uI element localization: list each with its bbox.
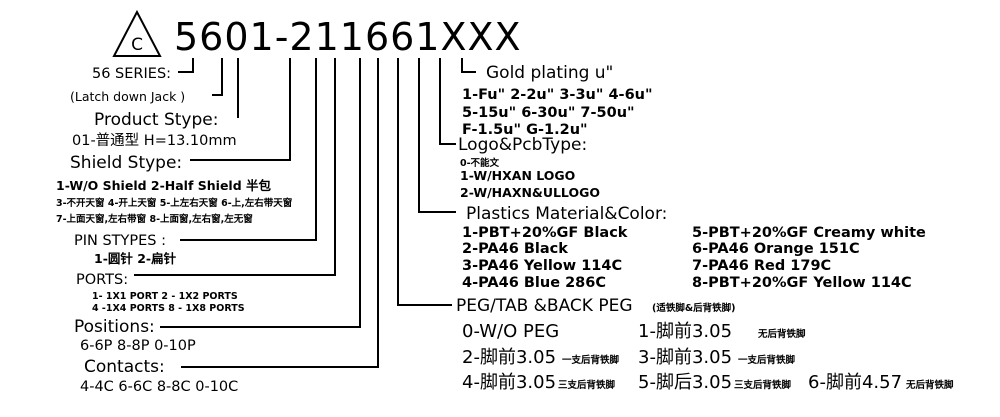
peg-item-2-code: 2-脚前3.05 bbox=[462, 347, 556, 368]
triangle-logo-icon: C bbox=[112, 9, 162, 57]
peg-title-note: (适铁脚&后背铁脚) bbox=[652, 302, 735, 314]
plastics-right-4: 8-PBT+20%GF Yellow 114C bbox=[692, 275, 912, 291]
plastics-left-3: 3-PA46 Yellow 114C bbox=[462, 258, 622, 274]
peg-item-1-code: 1-脚前3.05 bbox=[638, 321, 732, 342]
shield-type-line-1: 1-W/O Shield 2-Half Shield 半包 bbox=[56, 178, 272, 193]
pin-types-values: 1-圆针 2-扁针 bbox=[94, 251, 177, 266]
shield-leader-line bbox=[190, 58, 291, 161]
logo-pcb-line-1: 0-不能文 bbox=[460, 157, 500, 169]
shield-type-title: Shield Stype: bbox=[70, 153, 182, 173]
series-bracket-line bbox=[212, 58, 223, 96]
shield-type-line-2: 3-不开天窗 4-开上天窗 5-上左右天窗 6-上,左右带天窗 bbox=[56, 197, 293, 209]
product-type-value: 01-普通型 H=13.10mm bbox=[72, 132, 237, 149]
plastics-title: Plastics Material&Color: bbox=[466, 204, 667, 224]
logo-pcb-line-2: 1-W/HXAN LOGO bbox=[460, 168, 575, 183]
series-leader-line bbox=[178, 58, 194, 73]
peg-item-4-code: 4-脚前3.05 bbox=[462, 372, 556, 393]
shield-type-line-3: 7-上面天窗,左右带窗 8-上面窗,左右窗,左无窗 bbox=[56, 213, 253, 225]
contacts-title: Contacts: bbox=[84, 357, 165, 377]
peg-item-5-note: 三支后背铁脚 bbox=[734, 379, 792, 391]
peg-item-3-code: 3-脚前3.05 bbox=[638, 347, 732, 368]
ports-line-1: 1- 1X1 PORT 2 - 1X2 PORTS bbox=[92, 291, 238, 302]
gold-plating-title: Gold plating u" bbox=[486, 63, 613, 83]
ports-leader-line bbox=[134, 58, 336, 276]
gold-leader-line bbox=[461, 58, 476, 73]
pin-leader-line bbox=[180, 58, 317, 241]
logo-letter: C bbox=[131, 35, 143, 55]
contacts-values: 4-4C 6-6C 8-8C 0-10C bbox=[80, 379, 238, 395]
positions-values: 6-6P 8-8P 0-10P bbox=[80, 338, 196, 354]
logo-leader-line bbox=[439, 58, 456, 145]
ports-line-2: 4 -1X4 PORTS 8 - 1X8 PORTS bbox=[92, 303, 245, 314]
series-subtitle: (Latch down Jack ) bbox=[70, 89, 185, 104]
logo-pcb-title: Logo&PcbType: bbox=[458, 135, 587, 155]
ports-title: PORTS: bbox=[76, 272, 128, 288]
peg-item-4-note: 三支后背铁脚 bbox=[558, 379, 616, 391]
gold-plating-line-1: 1-Fu" 2-2u" 3-3u" 4-6u" bbox=[462, 87, 653, 103]
plastics-left-1: 1-PBT+20%GF Black bbox=[462, 225, 628, 241]
positions-leader-line bbox=[160, 58, 361, 328]
peg-item-2-note: 一支后背铁脚 bbox=[562, 354, 620, 366]
peg-item-6-note: 无后背铁脚 bbox=[905, 379, 954, 391]
plastics-left-4: 4-PA46 Blue 286C bbox=[462, 275, 606, 291]
peg-item-1-note: 无后背铁脚 bbox=[757, 328, 806, 340]
plastics-right-2: 6-PA46 Orange 151C bbox=[692, 241, 860, 257]
plastics-right-3: 7-PA46 Red 179C bbox=[692, 258, 831, 274]
product-type-title: Product Stype: bbox=[94, 110, 218, 130]
connector-lines bbox=[134, 58, 476, 368]
plastics-leader-line bbox=[418, 58, 456, 213]
positions-title: Positions: bbox=[74, 317, 155, 337]
peg-leader-line bbox=[397, 58, 452, 306]
pin-types-title: PIN STYPES : bbox=[74, 233, 166, 249]
peg-title: PEG/TAB &BACK PEG bbox=[456, 296, 633, 316]
gold-plating-line-3: F-1.5u" G-1.2u" bbox=[462, 122, 588, 138]
peg-item-5-code: 5-脚后3.05 bbox=[638, 372, 732, 393]
series-title: 56 SERIES: bbox=[92, 66, 171, 82]
plastics-left-2: 2-PA46 Black bbox=[462, 241, 568, 257]
contacts-leader-line bbox=[181, 58, 379, 368]
part-number: 5601-211661XXX bbox=[174, 15, 522, 59]
peg-item-3-note: 一支后背铁脚 bbox=[738, 354, 796, 366]
peg-item-0-code: 0-W/O PEG bbox=[462, 321, 559, 342]
plastics-right-1: 5-PBT+20%GF Creamy white bbox=[692, 225, 926, 241]
gold-plating-line-2: 5-15u" 6-30u" 7-50u" bbox=[462, 105, 635, 121]
logo-pcb-line-3: 2-W/HAXN&ULLOGO bbox=[460, 185, 600, 200]
peg-item-6-code: 6-脚前4.57 bbox=[808, 372, 902, 393]
